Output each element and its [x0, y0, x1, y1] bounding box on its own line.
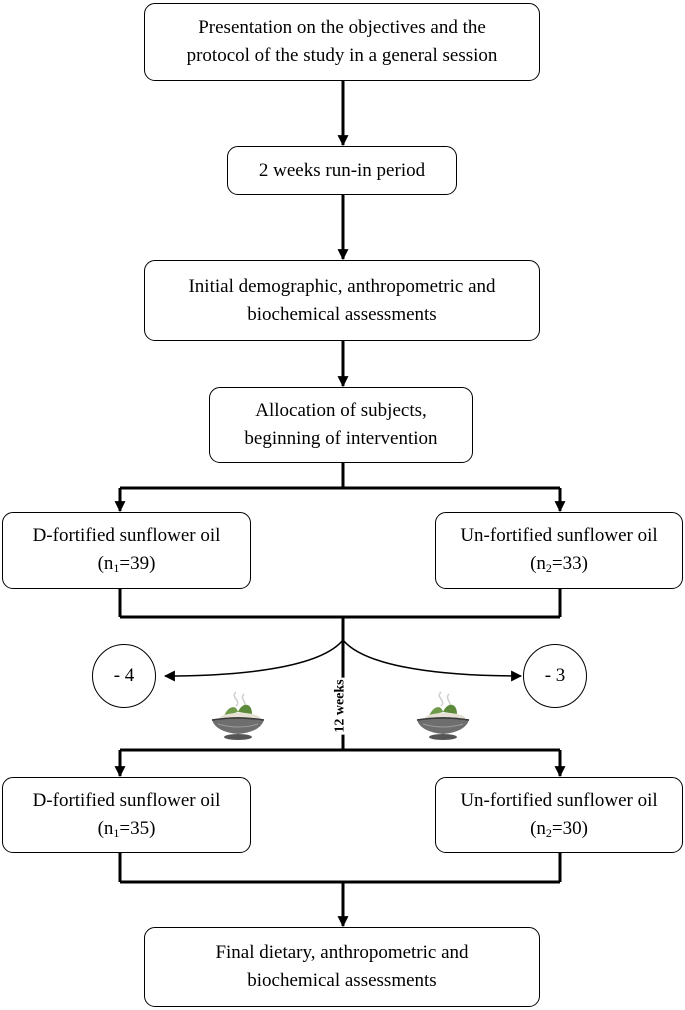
unfortified-group-baseline-count: (n2=33) — [530, 550, 588, 579]
count-subscript: 2 — [545, 561, 552, 575]
allocation-line2: beginning of intervention — [244, 428, 438, 449]
food-bowl-icon — [416, 691, 470, 740]
final-assessment-line2: biochemical assessments — [247, 970, 437, 991]
duration-label-text: 12 weeks — [333, 677, 349, 735]
dropout-unfortified-circle: - 3 — [523, 644, 587, 708]
fortified-group-final-count: (n1=35) — [98, 815, 156, 844]
dropout-fortified-value: - 4 — [113, 665, 135, 686]
presentation-text-line2: protocol of the study in a general sessi… — [186, 45, 498, 66]
fortified-group-final-label: D-fortified sunflower oil — [32, 789, 221, 811]
count-value: =35) — [119, 817, 156, 839]
count-subscript: 2 — [545, 825, 552, 840]
fortified-group-baseline-count: (n1=39) — [98, 550, 156, 579]
duration-label: 12 weeks — [330, 660, 352, 752]
initial-assessment-line2: biochemical assessments — [247, 303, 437, 325]
unfortified-group-final-count: (n2=30) — [530, 815, 588, 844]
presentation-box: Presentation on the objectives and the p… — [144, 3, 540, 81]
unfortified-group-final-label: Un-fortified sunflower oil — [460, 789, 658, 811]
count-value: =33) — [551, 553, 588, 574]
initial-assessment-line1: Initial demographic, anthropometric and — [188, 275, 496, 297]
count-value: =39) — [119, 553, 156, 574]
fortified-group-baseline-label: D-fortified sunflower oil — [32, 525, 221, 546]
count-open: (n — [97, 817, 114, 839]
count-open: (n — [530, 553, 546, 574]
run-in-text: 2 weeks run-in period — [258, 159, 426, 181]
count-subscript: 1 — [113, 561, 120, 575]
run-in-box: 2 weeks run-in period — [227, 146, 457, 195]
food-bowl-icon — [211, 691, 265, 740]
count-value: =30) — [551, 817, 588, 839]
initial-assessment-box: Initial demographic, anthropometric and … — [144, 260, 540, 341]
fortified-group-baseline-box: D-fortified sunflower oil (n1=39) — [2, 512, 251, 589]
final-assessment-line1: Final dietary, anthropometric and — [215, 942, 469, 963]
allocation-line1: Allocation of subjects, — [255, 400, 427, 421]
dropout-fortified-circle: - 4 — [92, 644, 156, 708]
dropout-curve-unfortified — [342, 639, 523, 682]
unfortified-group-baseline-box: Un-fortified sunflower oil (n2=33) — [435, 512, 683, 589]
unfortified-group-baseline-label: Un-fortified sunflower oil — [460, 525, 658, 546]
unfortified-group-final-box: Un-fortified sunflower oil (n2=30) — [435, 777, 683, 853]
count-subscript: 1 — [113, 825, 120, 840]
dropout-curve-fortified — [163, 639, 344, 682]
allocation-box: Allocation of subjects, beginning of int… — [209, 387, 473, 463]
final-assessment-box: Final dietary, anthropometric and bioche… — [144, 927, 540, 1007]
presentation-text-line1: Presentation on the objectives and the — [198, 17, 486, 38]
dropout-unfortified-value: - 3 — [544, 665, 566, 686]
fortified-group-final-box: D-fortified sunflower oil (n1=35) — [2, 777, 251, 853]
count-open: (n — [97, 553, 114, 574]
count-open: (n — [530, 817, 546, 839]
